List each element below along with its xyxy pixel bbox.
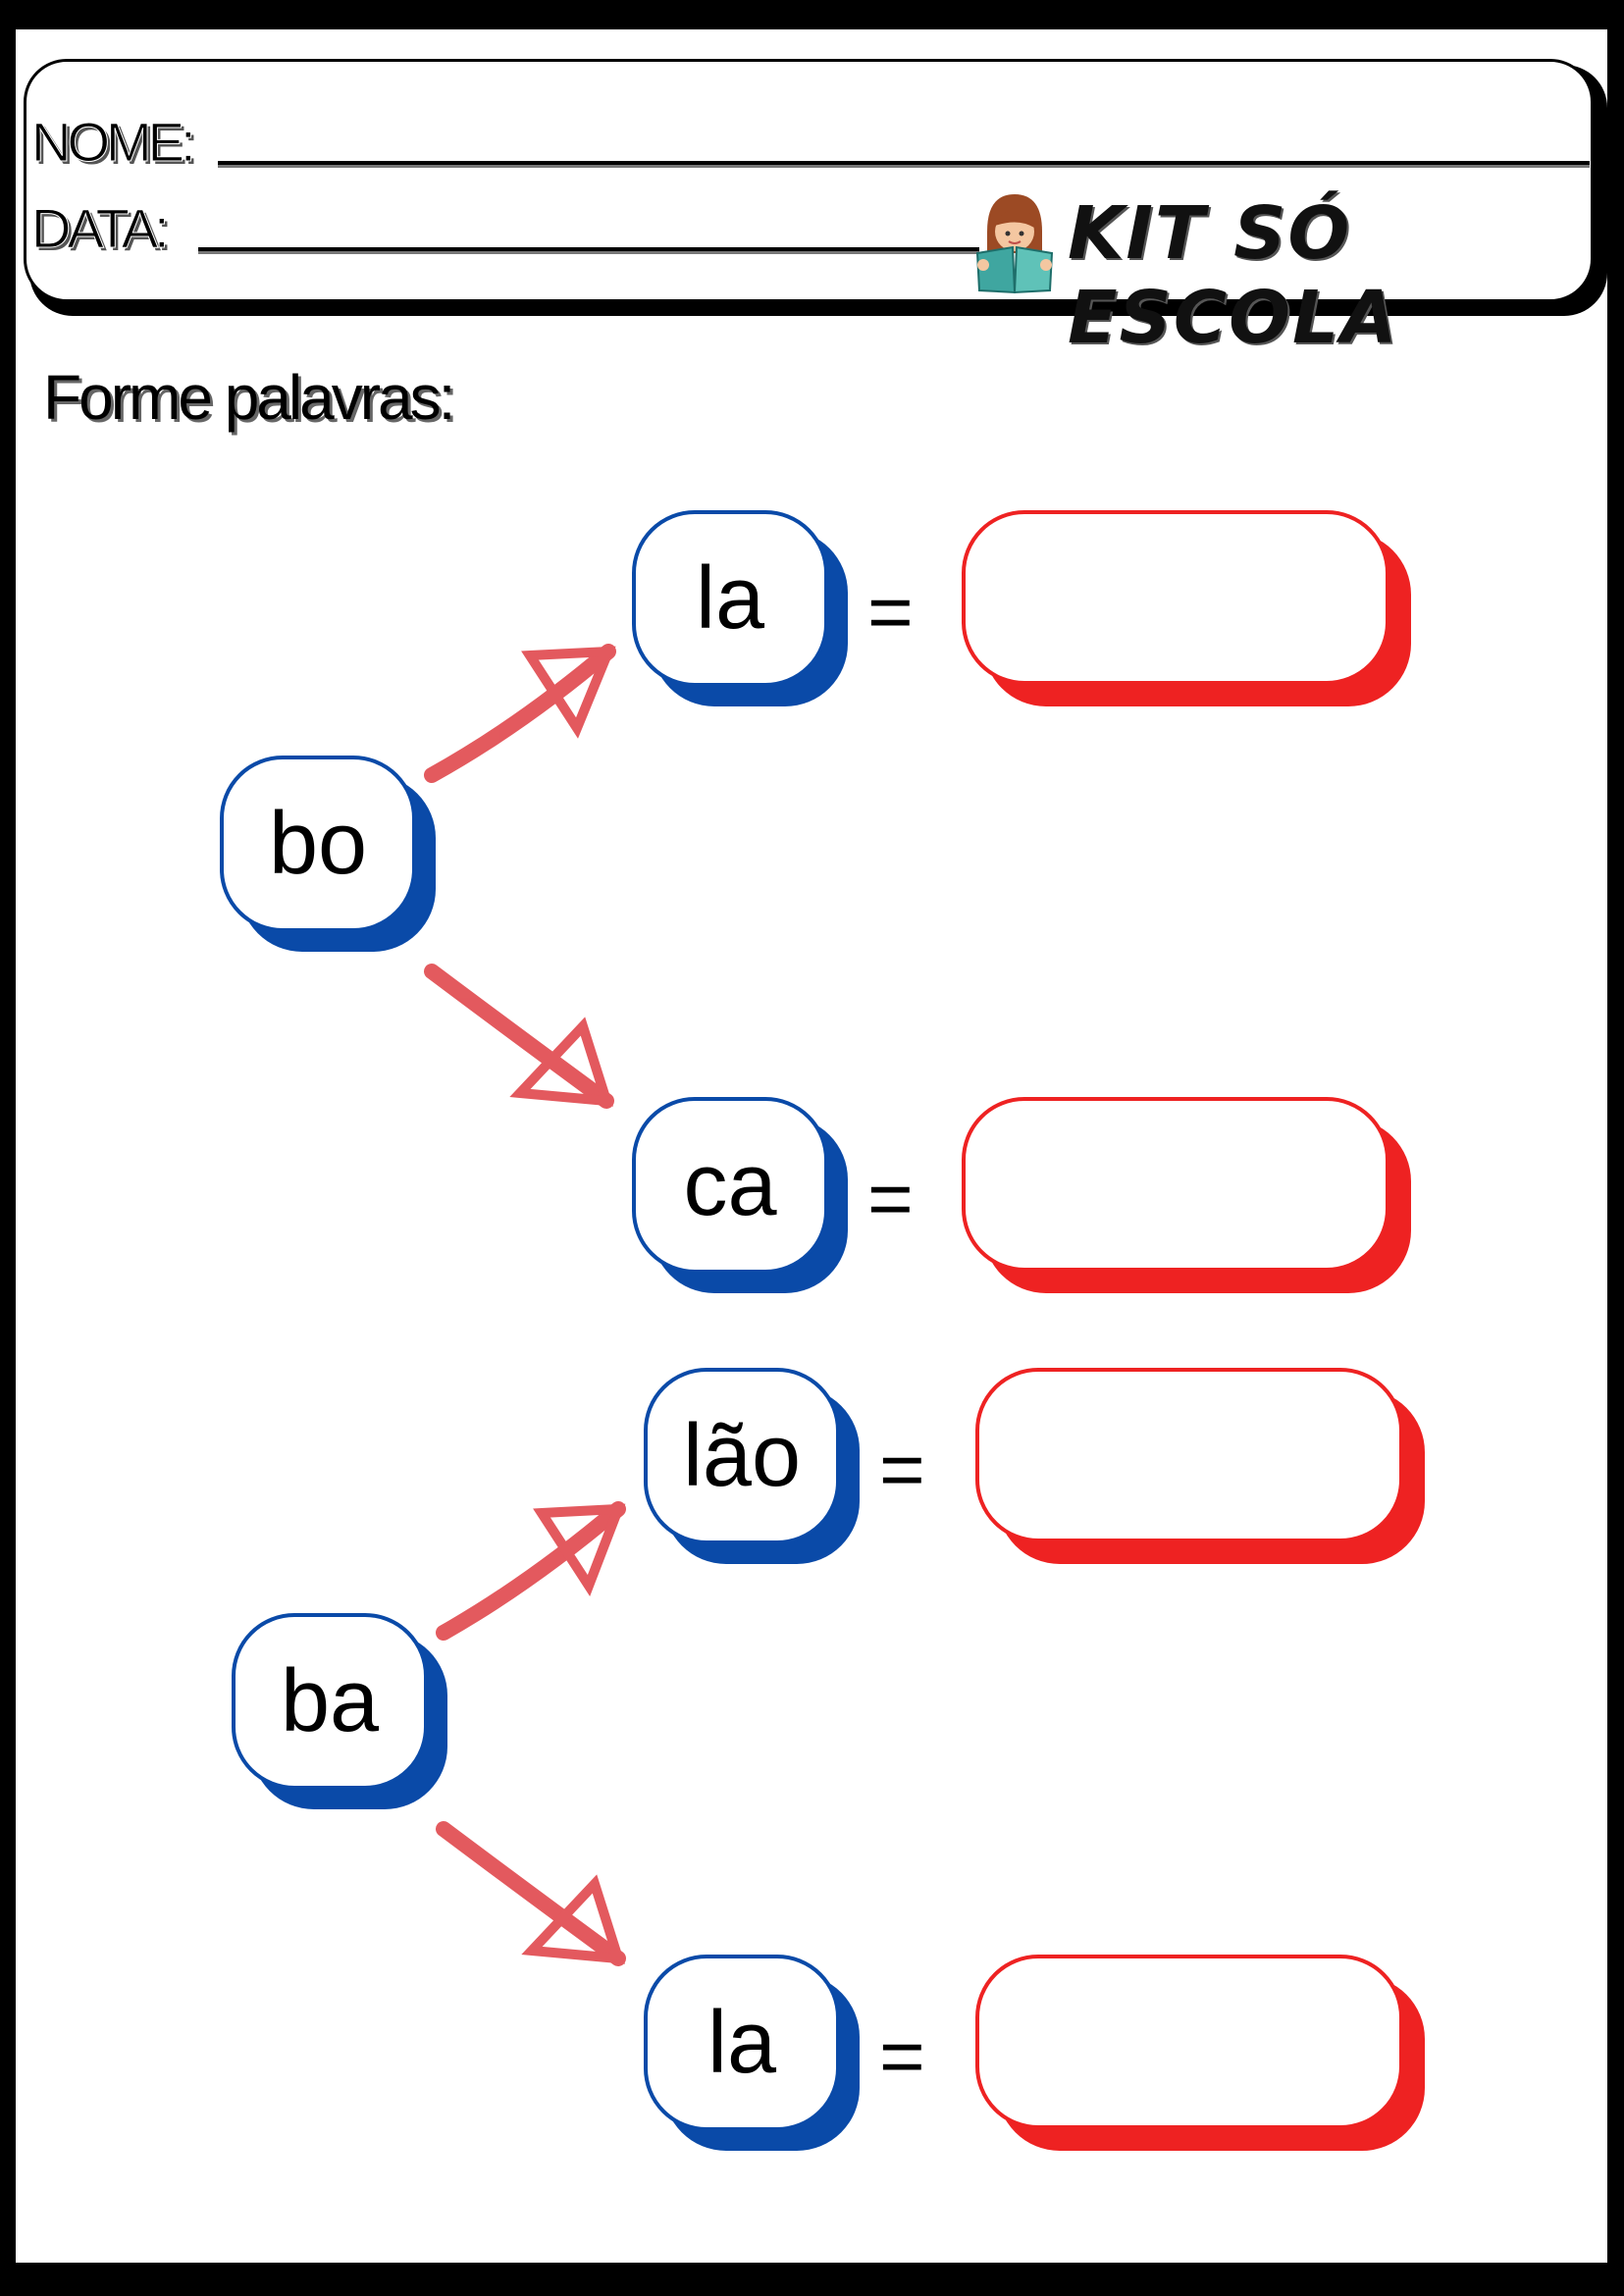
answer-box-boca[interactable] [962,1097,1389,1272]
answer-box-bala[interactable] [975,1955,1403,2129]
equals-sign: = [879,2012,925,2100]
brand-logo-text: KIT SÓ ESCOLA [1068,191,1399,360]
ending-syllable-la: la [644,1955,840,2131]
ending-syllable-lao: lão [644,1368,840,1544]
equals-sign: = [867,1155,914,1242]
base-syllable-ba: ba [232,1613,428,1790]
arrow-bo-ca [424,964,614,1109]
girl-reading-book-icon [975,194,1054,294]
ending-syllable-ca: ca [632,1097,828,1274]
arrow-ba-lao [436,1501,626,1641]
ending-syllable-la: la [632,510,828,687]
name-label: NOME: [31,111,197,174]
equals-sign: = [867,568,914,655]
instruction-title: Forme palavras: [43,362,455,433]
equals-sign: = [879,1426,925,1513]
answer-box-balao[interactable] [975,1368,1403,1542]
arrow-ba-la [436,1821,626,1966]
arrow-bo-la [424,644,616,783]
base-syllable-bo: bo [220,756,416,932]
name-field[interactable] [218,161,1590,165]
date-field[interactable] [198,247,979,251]
answer-box-bola[interactable] [962,510,1389,685]
date-label: DATA: [31,197,171,260]
header-box [24,59,1594,302]
